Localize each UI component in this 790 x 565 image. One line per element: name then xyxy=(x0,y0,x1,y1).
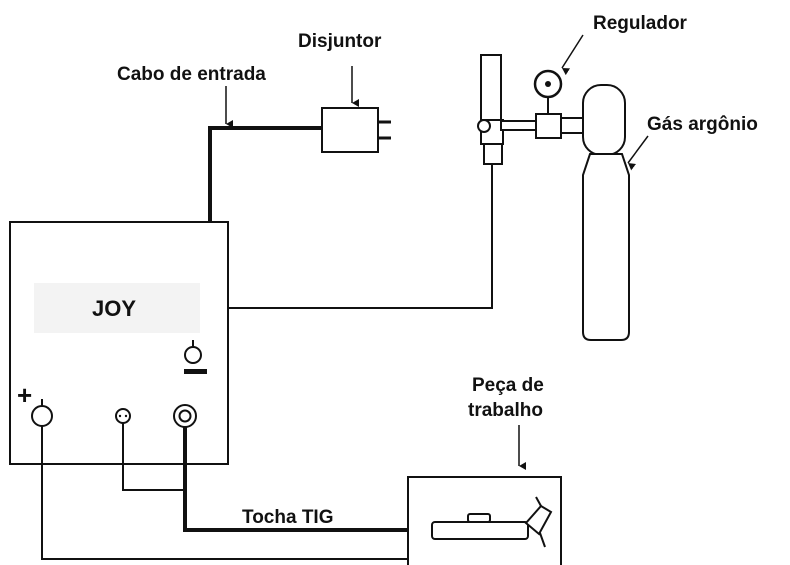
positive-sign: + xyxy=(17,380,33,410)
label-argon-gas: Gás argônio xyxy=(647,114,758,135)
input-cable xyxy=(208,126,322,222)
negative-terminal-bar xyxy=(184,369,207,374)
label-regulator: Regulador xyxy=(593,13,687,34)
regulator-pipe xyxy=(500,120,538,131)
torch-cable xyxy=(183,427,432,532)
regulator-body xyxy=(535,113,562,139)
tig-torch-cap xyxy=(535,496,542,507)
argon-gas-pointer xyxy=(627,135,649,171)
flowmeter-knob xyxy=(477,119,491,133)
ground-cable xyxy=(41,426,408,560)
control-socket-pin-right xyxy=(124,414,128,418)
positive-terminal xyxy=(31,405,53,427)
label-tig-torch: Tocha TIG xyxy=(242,507,334,528)
argon-cylinder-body xyxy=(582,153,630,341)
tig-torch-switch xyxy=(467,513,491,523)
torch-terminal-inner xyxy=(178,409,192,423)
label-breaker: Disjuntor xyxy=(298,31,382,52)
tig-torch-head xyxy=(524,504,553,536)
argon-cylinder-cap xyxy=(582,84,626,156)
flowmeter-tube xyxy=(480,54,502,123)
tig-torch-handle xyxy=(431,521,529,540)
torch-control-cable xyxy=(122,423,185,491)
flowmeter-fitting xyxy=(483,143,503,165)
tig-torch-nozzle xyxy=(539,532,546,548)
regulator-gauge-hub xyxy=(545,81,551,87)
breaker-box xyxy=(321,107,379,153)
label-input-cable: Cabo de entrada xyxy=(117,64,266,85)
label-workpiece-line1: Peça de xyxy=(472,375,544,396)
machine-panel-shade xyxy=(34,283,200,333)
machine-label: JOY xyxy=(92,296,137,321)
label-workpiece-line2: trabalho xyxy=(468,400,543,421)
control-socket-pin-left xyxy=(118,414,122,418)
gas-outlet-terminal xyxy=(184,346,202,364)
gas-hose xyxy=(228,165,493,309)
regulator-pointer xyxy=(561,34,584,76)
control-socket xyxy=(115,408,131,424)
